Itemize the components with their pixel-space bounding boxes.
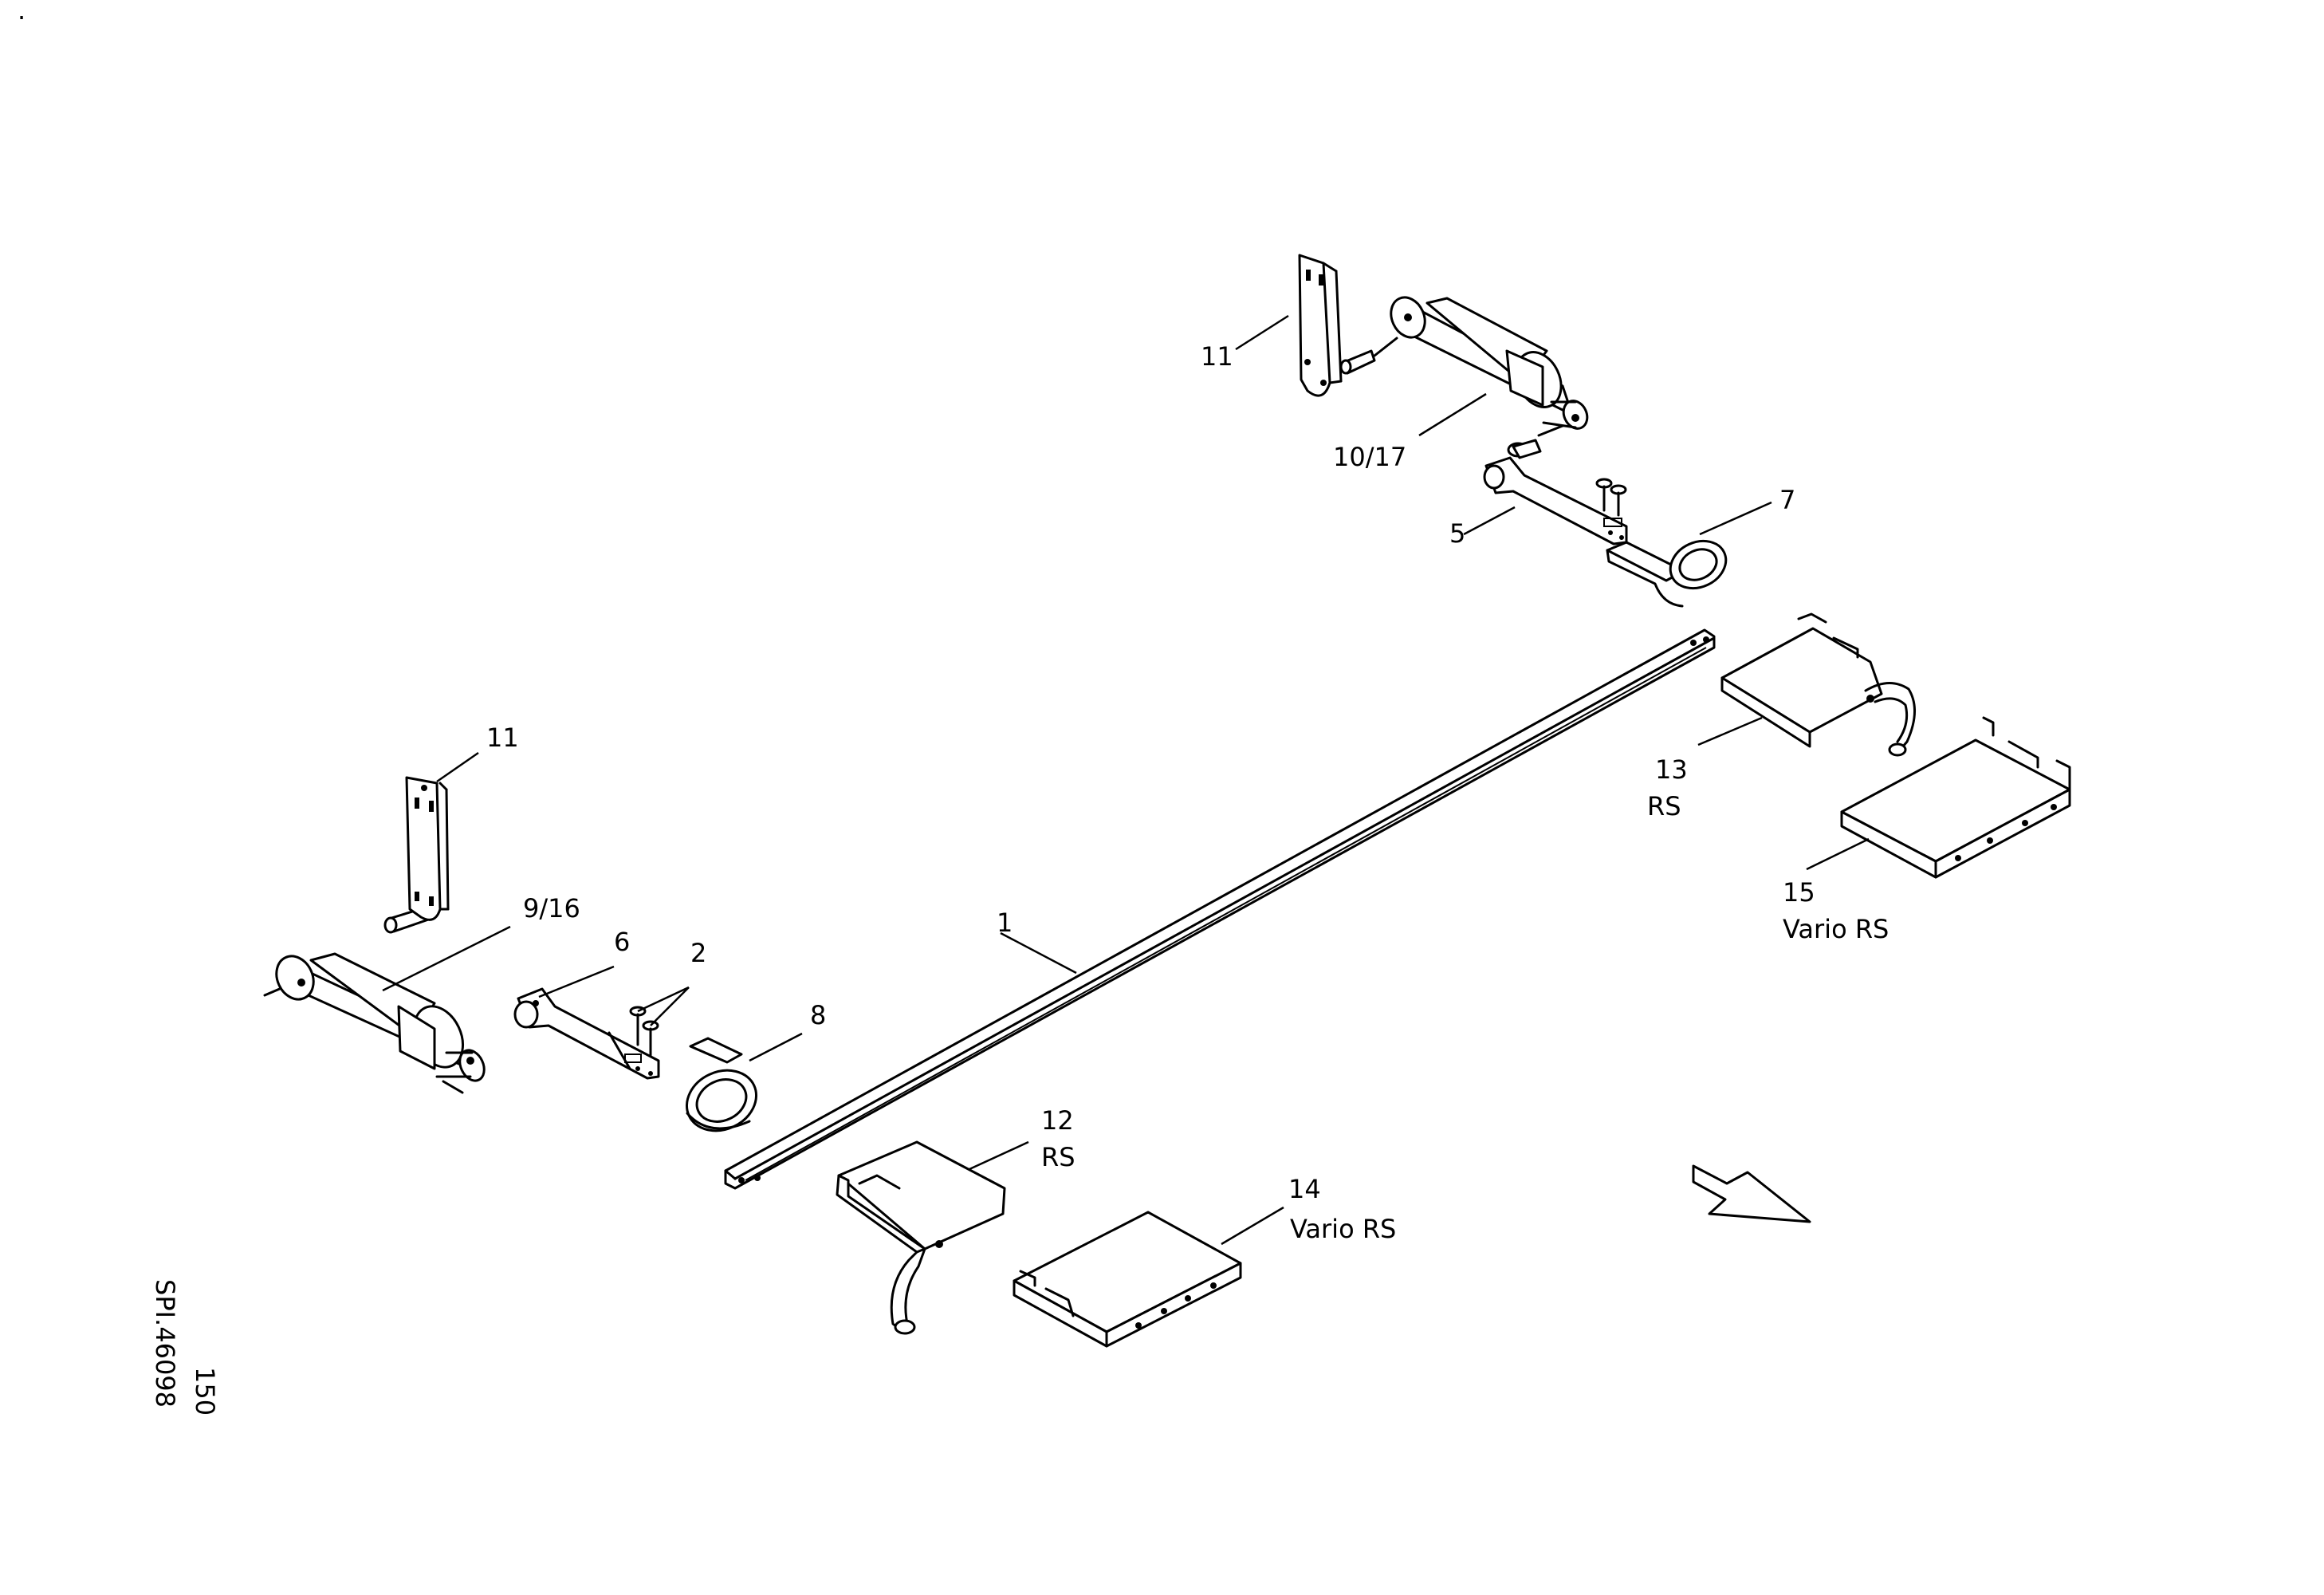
part-14-vario-rs-tray xyxy=(1013,1211,1242,1348)
callout-8: 8 xyxy=(810,1000,826,1030)
drawing-number: SPI.46098 xyxy=(150,1279,180,1408)
part-12-rs-bracket xyxy=(836,1140,1006,1335)
page-number: 150 xyxy=(190,1367,220,1416)
callout-15: 15 xyxy=(1783,877,1815,908)
part-2-right-screws xyxy=(1595,478,1627,517)
part-7-ring-bracket xyxy=(1606,539,1728,608)
part-13-rs-bracket xyxy=(1720,612,1917,757)
callout-13-sub: RS xyxy=(1647,791,1681,821)
callout-15-sub: Vario RS xyxy=(1783,914,1889,944)
part-1-rail xyxy=(724,628,1716,1190)
callout-14-sub: Vario RS xyxy=(1290,1214,1396,1244)
callout-10-17: 10/17 xyxy=(1333,442,1406,472)
part-10-17-cylinder xyxy=(1373,296,1589,437)
part-11-left-plate xyxy=(405,776,450,921)
part-8-ring-bracket xyxy=(685,1037,758,1132)
right-pin xyxy=(1339,349,1376,375)
callout-14: 14 xyxy=(1288,1174,1321,1204)
callout-7: 7 xyxy=(1779,485,1795,515)
callout-13: 13 xyxy=(1655,754,1688,785)
part-15-vario-rs-tray xyxy=(1840,716,2071,879)
callout-5: 5 xyxy=(1449,518,1465,549)
callout-9-16: 9/16 xyxy=(523,893,580,924)
callout-2: 2 xyxy=(690,938,706,968)
callout-labels: 1 2 5 6 7 8 9/16 10/17 11 11 12 RS 13 RS… xyxy=(486,341,1889,1244)
direction-arrow-icon xyxy=(1692,1164,1811,1223)
callout-12-sub: RS xyxy=(1041,1142,1075,1172)
drawing-reference: SPI.46098 150 xyxy=(150,1279,220,1416)
leader-lines xyxy=(382,314,1870,1246)
callout-1: 1 xyxy=(997,908,1013,938)
part-11-right-plate xyxy=(1298,254,1343,397)
callout-12: 12 xyxy=(1041,1105,1074,1136)
corner-mark: . xyxy=(18,0,26,26)
part-9-16-cylinder xyxy=(263,952,486,1094)
part-5-arm xyxy=(1483,439,1628,545)
callout-6: 6 xyxy=(614,927,630,957)
callout-11-left: 11 xyxy=(486,723,519,753)
callout-11-right: 11 xyxy=(1201,341,1233,372)
